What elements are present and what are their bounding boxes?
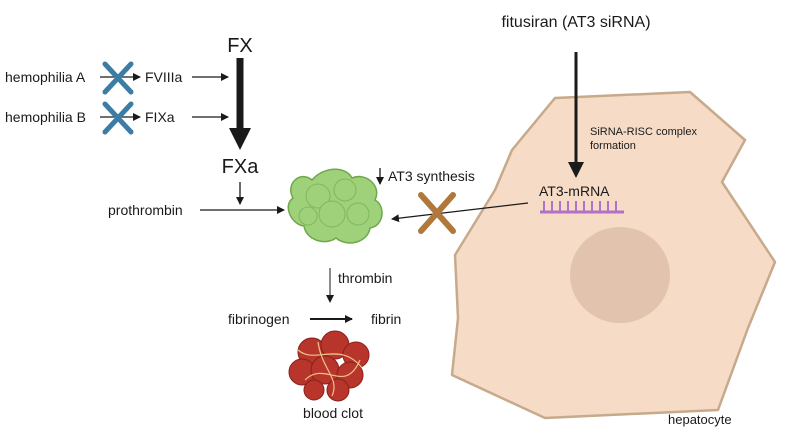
hemophilia-b-block-icon (102, 101, 134, 135)
prothrombin-label: prothrombin (108, 202, 183, 218)
hepatocyte-label: hepatocyte (668, 412, 732, 427)
hemophilia-a-label: hemophilia A (5, 69, 86, 85)
fibrin-label: fibrin (371, 311, 401, 327)
blood-clot-icon (288, 330, 370, 402)
hemophilia-b-label: hemophilia B (5, 109, 86, 125)
fxa-label: FXa (222, 156, 260, 178)
fitusiran-arrowhead (568, 162, 584, 178)
at3-protein-icon (287, 168, 383, 244)
at3-mrna-label: AT3-mRNA (539, 183, 610, 199)
hemophilia-a-block-icon (102, 61, 134, 95)
blood-clot-label: blood clot (303, 405, 363, 421)
fitusiran-label: fitusiran (AT3 siRNA) (501, 14, 650, 31)
translation-block-icon (418, 192, 456, 234)
fibrinogen-label: fibrinogen (228, 311, 290, 327)
fx-label: FX (227, 35, 253, 57)
thrombin-label: thrombin (338, 270, 392, 286)
fixa-label: FIXa (145, 109, 175, 125)
sirna-risc-label-line1: SiRNA-RISC complex (590, 126, 697, 138)
hepatocyte-cell (450, 90, 777, 420)
nucleus (570, 227, 670, 323)
fviiia-label: FVIIIa (145, 69, 183, 85)
fx-to-fxa-arrowhead (229, 128, 251, 150)
mrna-to-at3-arrow (391, 202, 529, 223)
at3-synthesis-label: AT3 synthesis (388, 168, 475, 184)
sirna-risc-label-line2: formation (590, 140, 636, 152)
mrna-strand-icon (540, 201, 624, 214)
